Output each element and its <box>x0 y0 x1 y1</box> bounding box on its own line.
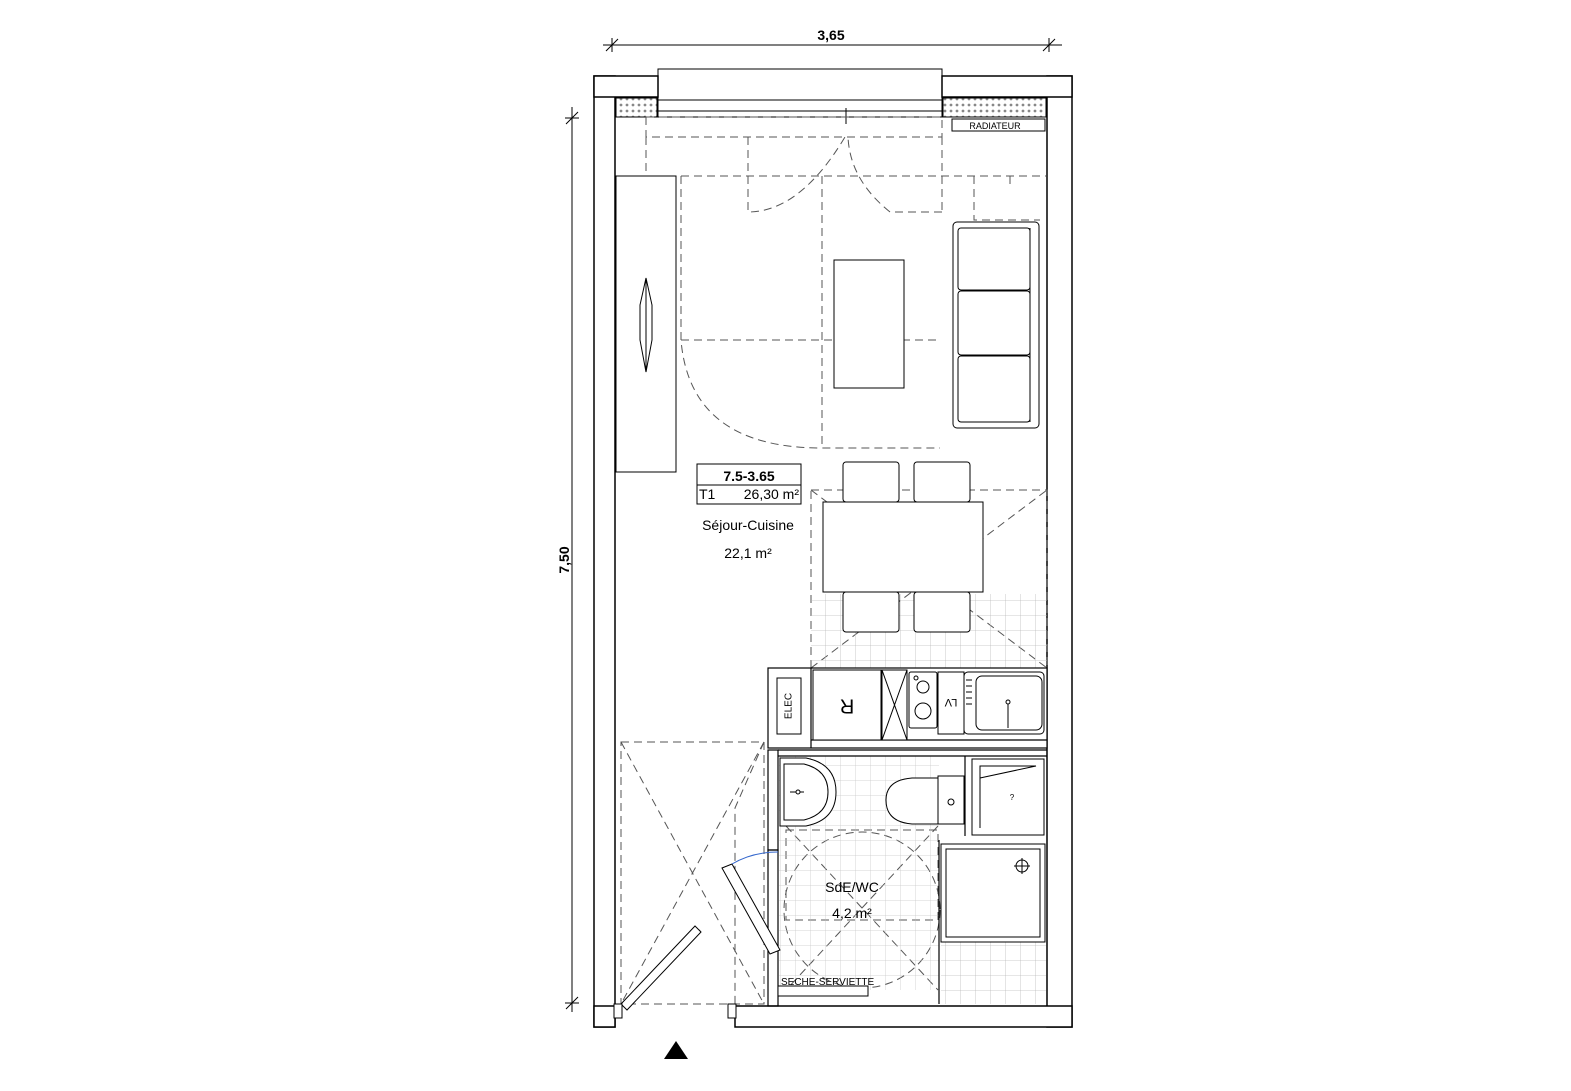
elec-panel <box>776 677 802 735</box>
entrance-door <box>613 925 737 1019</box>
dining-table <box>822 501 984 593</box>
washing-machine-mark: ? <box>1010 793 1015 802</box>
room-bathroom-area: 4,2 m² <box>832 905 872 921</box>
width-dimension <box>603 38 1062 52</box>
unit-code: 7.5-3.65 <box>723 468 775 484</box>
unit-type: T1 <box>699 486 716 502</box>
towel-dryer <box>777 985 869 997</box>
fridge <box>812 669 882 741</box>
entrance-arrow-icon <box>664 1041 688 1059</box>
coffee-table <box>833 259 905 389</box>
shower <box>940 843 1046 943</box>
towel-dryer-label: SECHE-SERVIETTE <box>781 977 874 988</box>
height-dimension <box>565 107 579 1012</box>
elec-label: ELEC <box>784 693 795 719</box>
fridge-label: R <box>840 695 854 717</box>
washbasin <box>779 757 837 827</box>
cooktop <box>908 671 938 729</box>
radiator-label: RADIATEUR <box>969 121 1021 131</box>
sofa <box>952 221 1040 429</box>
room-bathroom-name: SdE/WC <box>825 879 879 895</box>
height-dimension-label: 7,50 <box>556 546 572 573</box>
washing-machine <box>971 758 1045 836</box>
bathroom-door <box>721 851 781 955</box>
cabinet <box>881 669 908 741</box>
dishwasher-label: LV <box>944 696 957 708</box>
window <box>657 68 943 124</box>
unit-label-box <box>696 463 802 505</box>
room-living-area: 22,1 m² <box>724 545 772 561</box>
radiator <box>951 118 1046 132</box>
width-dimension-label: 3,65 <box>817 27 844 43</box>
unit-area: 26,30 m² <box>744 486 800 502</box>
tv-icon <box>639 277 653 373</box>
shower-tiles <box>941 942 1046 1004</box>
toilet <box>885 775 965 825</box>
bathroom-walls <box>767 749 1047 1007</box>
kitchen-sink <box>963 671 1045 735</box>
wall-insulation <box>615 97 1047 118</box>
room-living-name: Séjour-Cuisine <box>702 517 794 533</box>
dining-chairs <box>842 461 971 633</box>
exterior-walls <box>593 75 1073 1028</box>
